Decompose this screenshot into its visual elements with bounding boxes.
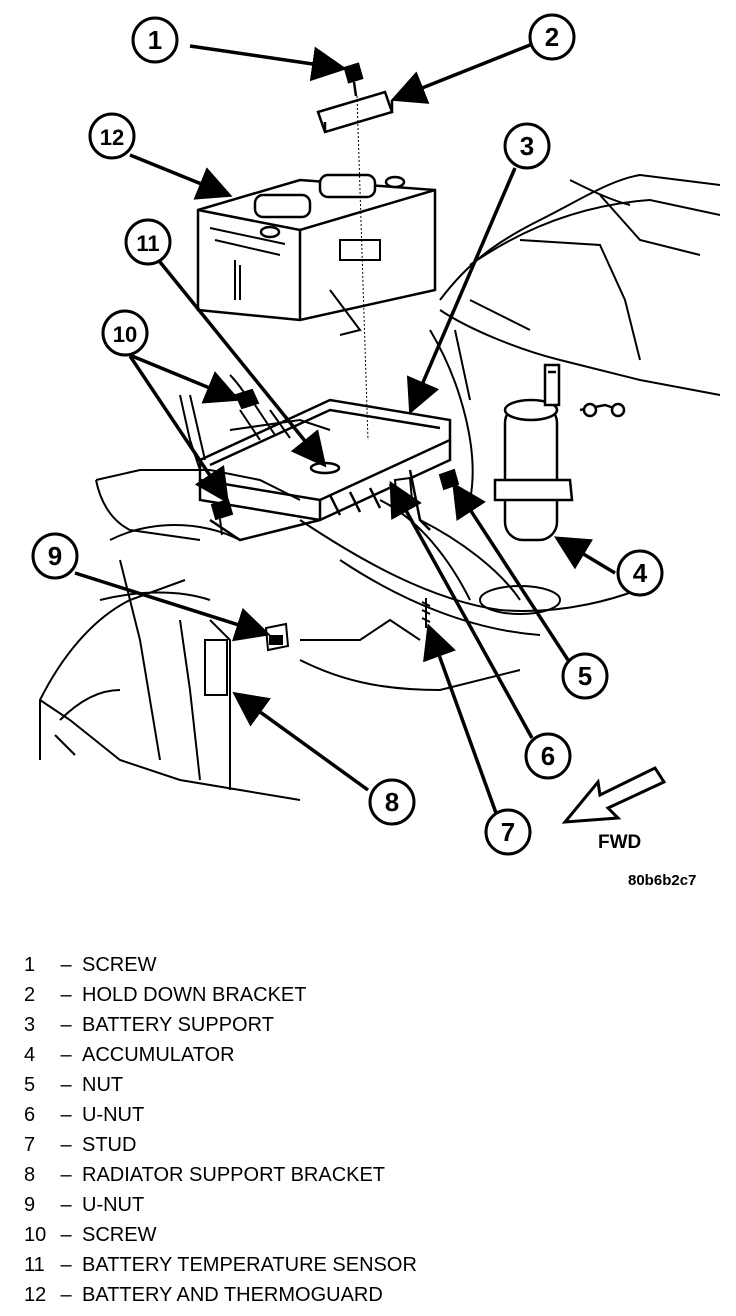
callout-9: 9 xyxy=(48,541,62,571)
legend-number: 7 xyxy=(24,1134,36,1156)
legend-dash: – xyxy=(60,1254,72,1276)
legend-number: 3 xyxy=(24,1014,36,1036)
legend-item: 4 –ACCUMULATOR xyxy=(24,1040,724,1070)
legend-number: 12 xyxy=(24,1284,47,1306)
legend-label: U-NUT xyxy=(82,1104,145,1126)
legend-item: 5 –NUT xyxy=(24,1070,724,1100)
legend-item: 8 –RADIATOR SUPPORT BRACKET xyxy=(24,1160,724,1190)
vehicle-body-illustration xyxy=(39,173,721,801)
legend-label: ACCUMULATOR xyxy=(82,1044,235,1066)
legend-dash: – xyxy=(60,1044,72,1066)
legend-label: U-NUT xyxy=(82,1194,145,1216)
callouts xyxy=(31,13,664,856)
legend-number: 11 xyxy=(24,1254,45,1276)
legend-item: 11–BATTERY TEMPERATURE SENSOR xyxy=(24,1250,724,1280)
callout-circle-5 xyxy=(561,652,609,700)
accumulator xyxy=(493,363,626,542)
legend-item: 1 –SCREW xyxy=(24,950,724,980)
legend-dash: – xyxy=(60,1284,72,1306)
hold-down-bracket xyxy=(316,90,394,134)
screw-10 xyxy=(179,374,260,536)
screw-1 xyxy=(343,62,369,441)
legend-dash: – xyxy=(60,1134,72,1156)
legend-dash: – xyxy=(60,1014,72,1036)
legend-label: STUD xyxy=(82,1134,137,1156)
legend-label: NUT xyxy=(82,1074,124,1096)
stud-7 xyxy=(421,598,431,628)
legend-number: 1 xyxy=(24,954,36,976)
legend-number: 5 xyxy=(24,1074,36,1096)
legend-label: BATTERY TEMPERATURE SENSOR xyxy=(82,1254,417,1276)
legend-label: HOLD DOWN BRACKET xyxy=(82,984,307,1006)
callout-8: 8 xyxy=(385,787,399,817)
legend-dash: – xyxy=(60,1104,72,1126)
legend-number: 4 xyxy=(24,1044,36,1066)
callout-12: 12 xyxy=(100,125,124,150)
figure-code: 80b6b2c7 xyxy=(628,872,696,889)
callout-5: 5 xyxy=(578,661,592,691)
battery-and-thermoguard xyxy=(196,173,437,336)
legend-number: 6 xyxy=(24,1104,36,1126)
legend-dash: – xyxy=(60,1074,72,1096)
legend-number: 9 xyxy=(24,1194,36,1216)
callout-circle-3 xyxy=(503,122,551,170)
legend-dash: – xyxy=(60,1194,72,1216)
nut-5 xyxy=(438,468,460,491)
legend-number: 2 xyxy=(24,984,36,1006)
legend-label: BATTERY SUPPORT xyxy=(82,1014,274,1036)
callout-circle-8 xyxy=(368,778,416,826)
callout-1: 1 xyxy=(148,25,162,55)
callout-6: 6 xyxy=(541,741,555,771)
callout-10: 10 xyxy=(113,322,137,347)
legend-item: 7 –STUD xyxy=(24,1130,724,1160)
callout-circle-7 xyxy=(484,808,532,856)
callout-circle-9 xyxy=(31,532,79,580)
legend-item: 12–BATTERY AND THERMOGUARD xyxy=(24,1280,724,1310)
legend-dash: – xyxy=(60,954,72,976)
legend-label: RADIATOR SUPPORT BRACKET xyxy=(82,1164,386,1186)
forward-direction-arrow-icon xyxy=(561,766,667,824)
callout-circle-4 xyxy=(616,549,664,597)
callout-4: 4 xyxy=(633,558,648,588)
callout-circle-11 xyxy=(124,218,172,266)
legend-label: BATTERY AND THERMOGUARD xyxy=(82,1284,383,1306)
legend-number: 10 xyxy=(24,1224,47,1246)
legend-item: 6 –U-NUT xyxy=(24,1100,724,1130)
legend-item: 10–SCREW xyxy=(24,1220,724,1250)
callout-numbers: 1 2 3 4 5 6 7 8 9 10 11 12 xyxy=(48,22,648,847)
legend-label: SCREW xyxy=(82,1224,157,1246)
legend-dash: – xyxy=(60,984,72,1006)
legend-label: SCREW xyxy=(82,954,157,976)
callout-7: 7 xyxy=(501,817,515,847)
legend-item: 3 –BATTERY SUPPORT xyxy=(24,1010,724,1040)
callout-3: 3 xyxy=(520,131,534,161)
callout-circle-2 xyxy=(528,13,576,61)
callout-11: 11 xyxy=(136,231,159,256)
callout-circle-1 xyxy=(131,16,179,64)
battery-temperature-sensor xyxy=(229,404,331,441)
parts-legend: 1–SCREW 2–HOLD DOWN BRACKET 3–BATTERY SU… xyxy=(24,950,724,1310)
callout-circle-6 xyxy=(524,732,572,780)
callout-circle-10 xyxy=(101,309,149,357)
fwd-label: FWD xyxy=(598,832,641,853)
legend-item: 2 –HOLD DOWN BRACKET xyxy=(24,980,724,1010)
legend-dash: – xyxy=(60,1164,72,1186)
leader-arrows xyxy=(74,43,616,814)
legend-dash: – xyxy=(60,1224,72,1246)
legend-item: 9 –U-NUT xyxy=(24,1190,724,1220)
legend-number: 8 xyxy=(24,1164,36,1186)
callout-circle-12 xyxy=(88,112,136,160)
u-nut-9 xyxy=(264,622,290,652)
battery-installation-diagram: 1 2 3 4 5 6 7 8 9 10 11 12 FWD 80b6b2c7 xyxy=(31,13,721,889)
callout-2: 2 xyxy=(545,22,559,52)
